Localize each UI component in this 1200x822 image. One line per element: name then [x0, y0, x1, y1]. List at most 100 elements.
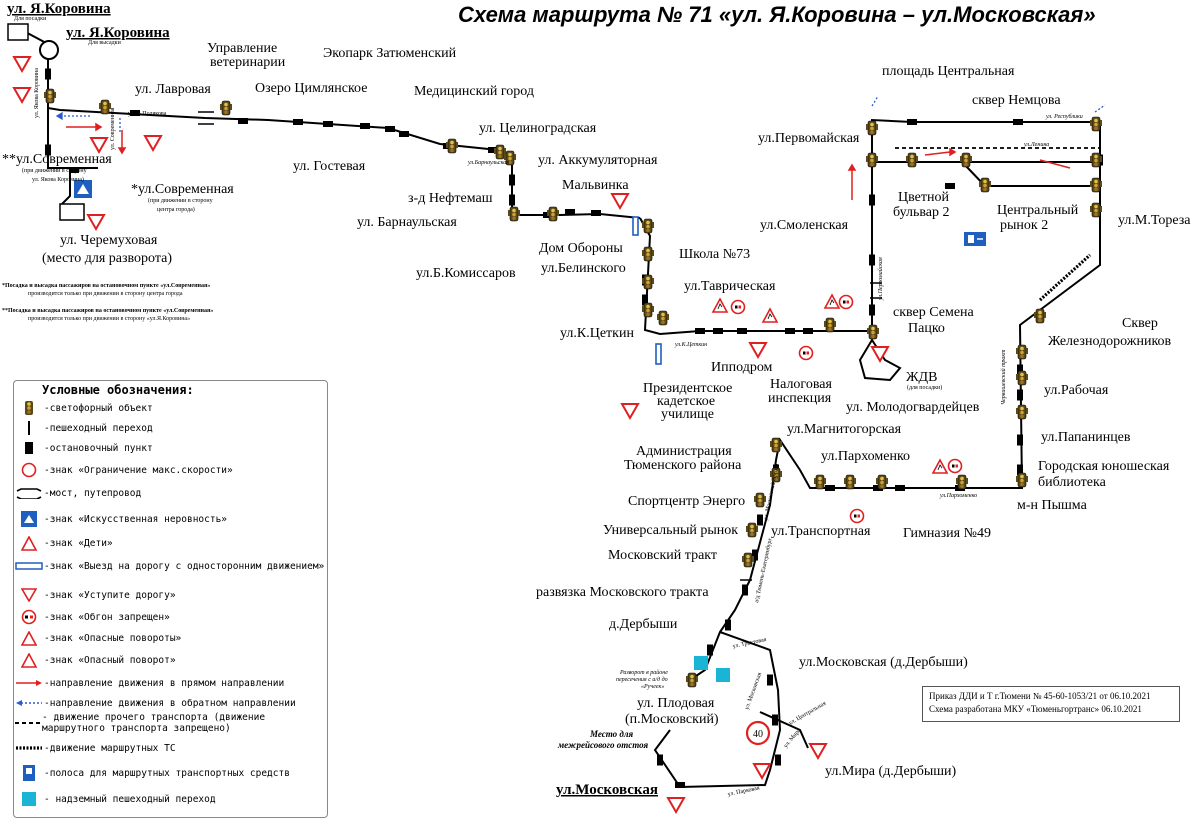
legend-item: -светофорный объект	[14, 399, 327, 417]
stop-tsvetnoy-1: Цветной	[898, 190, 949, 205]
traffic-light-icon	[1015, 404, 1029, 420]
traffic-light-icon	[445, 138, 459, 154]
stop-mira: ул.Мира (д.Дербыши)	[825, 764, 957, 779]
stop-plodovaya-2: (п.Московский)	[625, 712, 719, 727]
other-traffic-icon	[14, 720, 42, 726]
bus-stop-icon	[757, 514, 763, 526]
stop-barnaulskaya: ул. Барнаульская	[357, 215, 457, 230]
legend-item: - надземный пешеходный переход	[14, 790, 327, 808]
traffic-light-icon	[43, 88, 57, 104]
stop-zhd-skver-2: Железнодорожников	[1048, 334, 1172, 349]
stop-energo: Спортцентр Энерго	[628, 494, 745, 509]
legend-item-label: -мост, путепровод	[44, 487, 142, 499]
traffic-light-icon	[1089, 152, 1103, 168]
bus-stop-icon	[869, 194, 875, 206]
bus-stop-icon	[1017, 389, 1023, 401]
legend-item: -направление движения в прямом направлен…	[14, 674, 327, 692]
stop-b-komissarov: ул.Б.Комиссаров	[416, 266, 516, 281]
dangerous-turn-icon	[824, 294, 840, 309]
stop-pervomayskaya: ул.Первомайская	[758, 131, 860, 146]
traffic-light-icon	[1015, 344, 1029, 360]
svg-text:(при движении в сторону: (при движении в сторону	[148, 197, 213, 204]
bus-stop-icon	[1017, 434, 1023, 446]
one-way-entry-icon	[14, 562, 44, 570]
yield-sign-icon	[667, 797, 685, 813]
traffic-light-icon	[1089, 202, 1103, 218]
bus-stop-icon	[591, 210, 601, 216]
svg-text:ул. Мира: ул. Мира	[783, 728, 803, 750]
stop-mosk-trakt: Московский тракт	[608, 548, 717, 563]
bus-stop-icon	[895, 485, 905, 491]
stop-derbyshi: д.Дербыши	[609, 617, 678, 632]
stop-magnitogorskaya: ул.Магнитогорская	[787, 422, 902, 437]
yield-sign-icon	[90, 137, 108, 153]
legend-item: -направление движения в обратном направл…	[14, 694, 327, 712]
bus-stop-icon	[385, 126, 395, 132]
dangerous-turn-icon	[14, 652, 44, 668]
stop-shkola73: Школа №73	[679, 247, 750, 262]
svg-text:центра города): центра города)	[157, 206, 195, 213]
stop-biblio-1: Городская юношеская	[1038, 459, 1170, 474]
bus-stop-icon	[45, 144, 51, 156]
svg-text:Червишевский тракт: Червишевский тракт	[1000, 349, 1007, 405]
bus-stop-icon	[742, 584, 748, 596]
legend-item-label: -пешеходный переход	[44, 422, 153, 434]
stop-admin-1: Администрация	[636, 444, 732, 459]
svg-text:пересечения с а/д до: пересечения с а/д до	[616, 676, 668, 683]
traffic-light-icon	[641, 246, 655, 262]
legend-item-label: -знак «Обгон запрещен»	[44, 611, 170, 623]
no-overtaking-icon	[947, 458, 963, 474]
yield-sign-icon	[611, 193, 629, 209]
traffic-light-icon	[546, 206, 560, 222]
stop-dom-oborony: Дом Обороны	[539, 241, 623, 256]
route-traffic-line	[1038, 253, 1092, 302]
svg-text:(при движении в сторону: (при движении в сторону	[22, 167, 87, 174]
yield-sign-icon	[144, 135, 162, 151]
bus-stop-icon	[488, 147, 498, 153]
bus-stop-icon	[772, 714, 778, 726]
stop-univ-rynok: Универсальный рынок	[603, 523, 738, 538]
stop-pyshma: м-н Пышма	[1017, 498, 1088, 513]
legend: Условные обозначения: -светофорный объек…	[13, 380, 328, 818]
svg-text:ул.Пархоменко: ул.Пархоменко	[939, 493, 977, 499]
traffic-light-icon	[656, 310, 670, 326]
stop-moskovskaya-d: ул.Московская (д.Дербыши)	[799, 655, 968, 670]
stop-admin-2: Тюменского района	[624, 458, 742, 473]
legend-item-label: -движение маршрутных ТС	[44, 742, 176, 754]
dangerous-turn-icon	[932, 459, 948, 474]
traffic-light-icon	[1015, 370, 1029, 386]
bus-stop-icon	[737, 328, 747, 334]
order-info: Приказ ДДИ и Т г.Тюмени № 45-60-1053/21 …	[922, 686, 1180, 722]
bus-lane-icon	[964, 232, 986, 246]
traffic-light-icon	[1089, 177, 1103, 193]
traffic-light-icon	[865, 120, 879, 136]
bus-stop-icon	[775, 754, 781, 766]
legend-title: Условные обозначения:	[42, 383, 194, 397]
legend-item: -знак «Уступите дорогу»	[14, 586, 327, 604]
svg-text:ул.Барнаульская: ул.Барнаульская	[467, 160, 509, 166]
svg-text:ул. Московская: ул. Московская	[744, 672, 763, 711]
traffic-light-icon	[865, 152, 879, 168]
bus-stop-icon	[707, 644, 713, 656]
forward-direction-arrows	[66, 122, 1071, 200]
bus-stop-icon	[657, 754, 663, 766]
bus-stop-icon	[945, 183, 955, 189]
stop-tsentr-rynok-1: Центральный	[997, 203, 1079, 218]
stop-kadet-1: Президентское	[643, 381, 732, 396]
stop-malvinka: Мальвинка	[562, 178, 629, 193]
bus-stop-icon	[509, 174, 515, 186]
stop-patsko-1: сквер Семена	[893, 305, 975, 320]
stop-ploshad: площадь Центральная	[882, 64, 1015, 79]
yield-sign-icon	[13, 87, 31, 103]
traffic-light-icon	[769, 437, 783, 453]
stop-rabochaya: ул.Рабочая	[1044, 383, 1109, 398]
legend-item: -полоса для маршрутных транспортных сред…	[14, 764, 327, 782]
bus-stop-icon	[767, 674, 773, 686]
legend-item: -знак «Обгон запрещен»	[14, 608, 327, 626]
traffic-light-icon	[641, 302, 655, 318]
stop-biblio-2: библиотека	[1038, 475, 1107, 490]
yield-sign-icon	[87, 214, 105, 230]
stop-belinskogo: ул.Белинского	[541, 261, 626, 276]
reverse-direction-icon	[14, 699, 44, 707]
